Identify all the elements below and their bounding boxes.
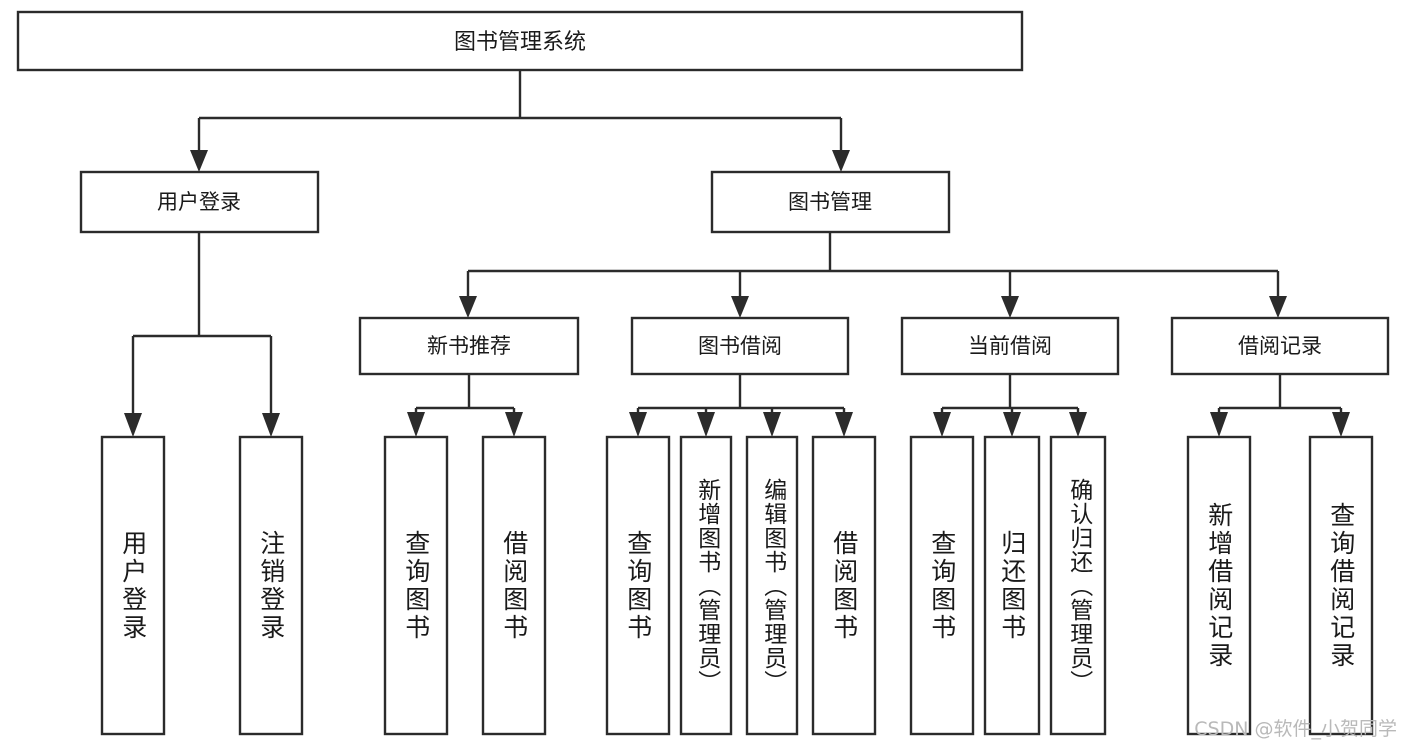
arrowhead-leaf-query-book-2 — [629, 412, 647, 437]
node-leaf-confirm-return-box[interactable] — [1049, 435, 1107, 736]
node-leaf-add-book-box[interactable] — [679, 435, 733, 736]
arrowhead-leaf-add-record — [1210, 412, 1228, 437]
node-book-management[interactable]: 图书管理 — [710, 170, 951, 234]
node-new-book-recommend-label: 新书推荐 — [427, 334, 511, 358]
arrowhead-leaf-borrow-book-1 — [505, 412, 523, 437]
node-leaf-return-book-box[interactable] — [983, 435, 1041, 736]
arrowhead-current-borrow — [1001, 296, 1019, 318]
node-book-management-box[interactable] — [710, 170, 951, 234]
node-book-borrow[interactable]: 图书借阅 — [630, 316, 850, 376]
arrowhead-leaf-query-book-3 — [933, 412, 951, 437]
node-leaf-add-record-box[interactable] — [1186, 435, 1252, 736]
node-leaf-query-book-3-box[interactable] — [909, 435, 975, 736]
node-current-borrow[interactable]: 当前借阅 — [900, 316, 1120, 376]
node-leaf-edit-book-box[interactable] — [745, 435, 799, 736]
arrowhead-leaf-add-book — [697, 412, 715, 437]
leaf-box-layer — [100, 435, 1374, 736]
arrowhead-book-borrow — [731, 296, 749, 318]
connector-layer — [124, 70, 1350, 437]
arrowhead-book-management — [832, 150, 850, 172]
node-book-borrow-label: 图书借阅 — [698, 334, 782, 358]
arrowhead-borrow-record — [1269, 296, 1287, 318]
node-new-book-recommend[interactable]: 新书推荐 — [358, 316, 580, 376]
node-leaf-borrow-book-2-box[interactable] — [811, 435, 877, 736]
node-borrow-record-label: 借阅记录 — [1238, 334, 1322, 358]
arrowhead-leaf-borrow-book-2 — [835, 412, 853, 437]
node-leaf-logout-box[interactable] — [238, 435, 304, 736]
arrowhead-new-book-recommend — [459, 296, 477, 318]
arrowhead-leaf-confirm-return — [1069, 412, 1087, 437]
arrowhead-leaf-query-book-1 — [407, 412, 425, 437]
node-leaf-query-record-box[interactable] — [1308, 435, 1374, 736]
node-leaf-borrow-book-1-box[interactable] — [481, 435, 547, 736]
node-user-login-label: 用户登录 — [157, 190, 241, 214]
arrowhead-leaf-query-record — [1332, 412, 1350, 437]
arrowhead-leaf-return-book — [1003, 412, 1021, 437]
arrowhead-leaf-logout — [262, 413, 280, 437]
node-book-management-label: 图书管理 — [788, 190, 872, 214]
node-book-borrow-box[interactable] — [630, 316, 850, 376]
node-user-login-box[interactable] — [79, 170, 320, 234]
node-root-box[interactable] — [16, 10, 1024, 72]
arrowhead-leaf-edit-book — [763, 412, 781, 437]
node-new-book-recommend-box[interactable] — [358, 316, 580, 376]
node-borrow-record-box[interactable] — [1170, 316, 1390, 376]
node-borrow-record[interactable]: 借阅记录 — [1170, 316, 1390, 376]
node-leaf-user-login-box[interactable] — [100, 435, 166, 736]
node-root-label: 图书管理系统 — [454, 30, 586, 55]
node-root[interactable]: 图书管理系统 — [16, 10, 1024, 72]
node-leaf-query-book-2-box[interactable] — [605, 435, 671, 736]
arrowhead-user-login — [190, 150, 208, 172]
arrowhead-leaf-user-login — [124, 413, 142, 437]
node-leaf-query-book-1-box[interactable] — [383, 435, 449, 736]
node-current-borrow-box[interactable] — [900, 316, 1120, 376]
node-user-login[interactable]: 用户登录 — [79, 170, 320, 234]
node-current-borrow-label: 当前借阅 — [968, 334, 1052, 358]
